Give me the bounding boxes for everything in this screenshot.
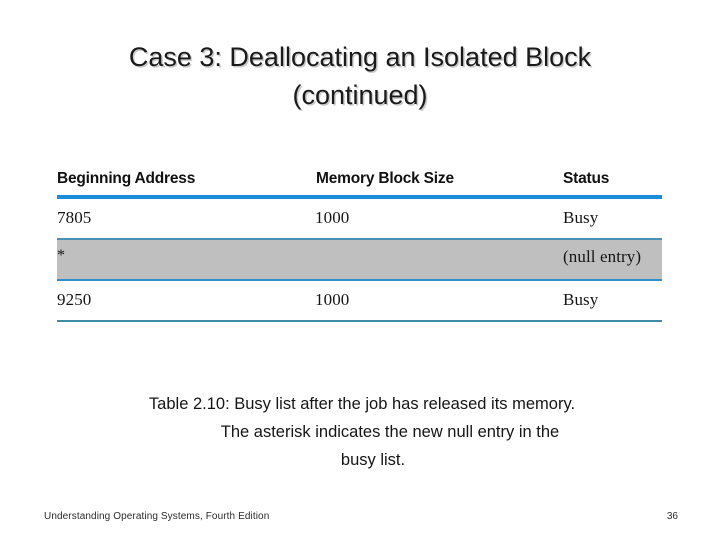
cell-beginning-address: 7805	[57, 197, 315, 240]
table-row: 9250 1000 Busy	[57, 280, 662, 322]
caption-line-3: busy list.	[340, 451, 406, 469]
cell-status: (null entry)	[563, 239, 662, 281]
column-header-status: Status	[563, 166, 662, 199]
column-header-memory-block-size: Memory Block Size	[315, 166, 563, 199]
busy-list-table: Beginning Address Memory Block Size Stat…	[57, 166, 662, 322]
cell-beginning-address: 9250	[57, 280, 315, 322]
column-header-beginning-address: Beginning Address	[57, 166, 315, 199]
slide-footer: Understanding Operating Systems, Fourth …	[0, 511, 720, 527]
table-caption: Table 2.10: Busy list after the job has …	[62, 390, 662, 474]
caption-line-2: The asterisk indicates the new null entr…	[220, 423, 560, 441]
footer-page-number: 36	[666, 511, 678, 522]
page-title: Case 3: Deallocating an Isolated Block (…	[0, 38, 720, 114]
cell-memory-block-size	[315, 239, 563, 281]
page-title-line-2: (continued)	[292, 80, 428, 110]
caption-line-1: Table 2.10: Busy list after the job has …	[148, 395, 576, 413]
footer-source-text: Understanding Operating Systems, Fourth …	[44, 511, 270, 522]
table-row: 7805 1000 Busy	[57, 197, 662, 240]
table-row-null-entry: * (null entry)	[57, 239, 662, 281]
cell-beginning-address: *	[57, 239, 315, 281]
cell-status: Busy	[563, 197, 662, 240]
cell-memory-block-size: 1000	[315, 197, 563, 240]
page-title-line-1: Case 3: Deallocating an Isolated Block	[128, 42, 592, 72]
cell-status: Busy	[563, 280, 662, 322]
table-header-row: Beginning Address Memory Block Size Stat…	[57, 166, 662, 199]
cell-memory-block-size: 1000	[315, 280, 563, 322]
